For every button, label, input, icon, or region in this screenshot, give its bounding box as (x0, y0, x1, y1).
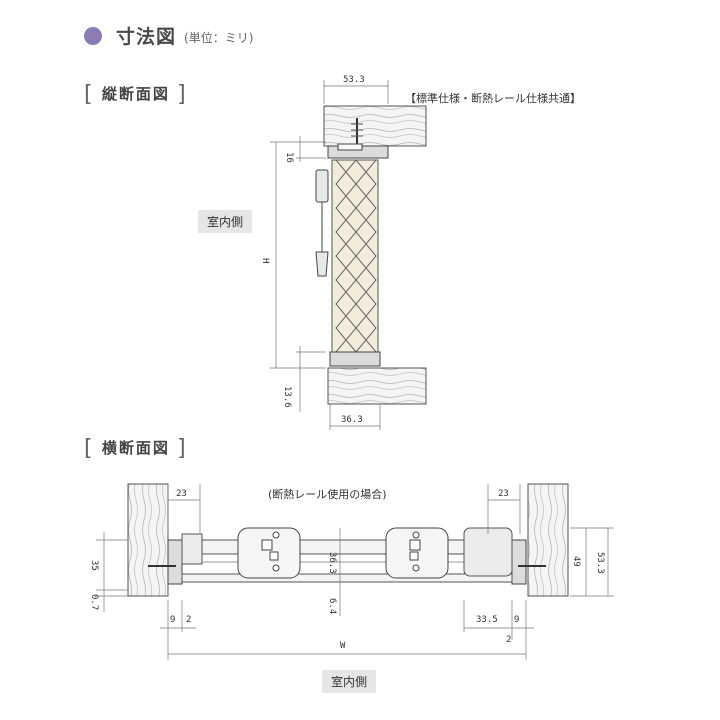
handle-grip (315, 251, 329, 277)
dim-top-gap: 16 (284, 152, 294, 163)
room-side-tag-vertical: 室内側 (198, 210, 253, 233)
mechanism-left (237, 527, 301, 579)
dim-bottom-2l: 2 (186, 615, 191, 625)
vertical-section-drawing: 53.3 16 H 13.6 36.3 (260, 75, 427, 430)
room-side-tag-horizontal: 室内側 (322, 670, 377, 693)
dim-right-533: 53.3 (595, 552, 605, 574)
dim-right-49: 49 (571, 556, 581, 567)
bottom-wood-frame (327, 367, 427, 405)
upper-rail (181, 539, 513, 555)
top-wood-frame (323, 105, 427, 147)
dim-bottom-9l: 9 (170, 615, 175, 625)
dim-bottom-2r: 2 (506, 635, 511, 645)
page-title: 寸法図 (116, 26, 177, 48)
page-header: 寸法図 (単位：ミリ) (84, 22, 253, 49)
dim-mid-363: 36.3 (327, 552, 337, 574)
dim-top-width: 53.3 (343, 75, 365, 85)
dim-right-top: 23 (498, 489, 509, 499)
lower-rail (181, 573, 513, 583)
vertical-note: 【標準仕様・断熱レール仕様共通】 (405, 92, 581, 105)
vertical-section-heading: [ 縦断面図 ] (84, 82, 188, 107)
dim-left-35: 35 (89, 560, 99, 571)
bottom-rail (329, 351, 381, 367)
right-wood-post (527, 483, 569, 597)
left-wood-post (127, 483, 169, 597)
horizontal-note: (断熱レール使用の場合) (268, 488, 387, 501)
pleat-screen (331, 159, 379, 353)
dim-bottom-width: 36.3 (341, 415, 363, 425)
dim-left-07: 0.7 (89, 594, 99, 610)
right-end-block (463, 527, 513, 577)
handle-top (315, 169, 329, 203)
dim-bottom-335: 33.5 (476, 615, 498, 625)
left-bracket (167, 539, 183, 585)
dim-bottom-gap: 13.6 (282, 386, 292, 408)
bullet-dot-icon (84, 26, 102, 45)
mechanism-right (385, 527, 449, 579)
dim-height: H (260, 258, 270, 263)
horizontal-section-drawing: 23 23 35 0.7 36.3 6.4 49 53.3 9 2 33.5 9… (89, 483, 614, 660)
dim-mid-64: 6.4 (327, 598, 337, 614)
unit-label: (単位：ミリ) (184, 31, 254, 45)
dim-width: W (340, 641, 346, 651)
dim-left-top: 23 (176, 489, 187, 499)
right-bracket (511, 539, 527, 585)
horizontal-section-heading: [ 横断面図 ] (84, 436, 188, 461)
vertical-section-label: 縦断面図 (101, 85, 170, 103)
dim-bottom-9r: 9 (514, 615, 519, 625)
horizontal-section-label: 横断面図 (101, 439, 170, 457)
